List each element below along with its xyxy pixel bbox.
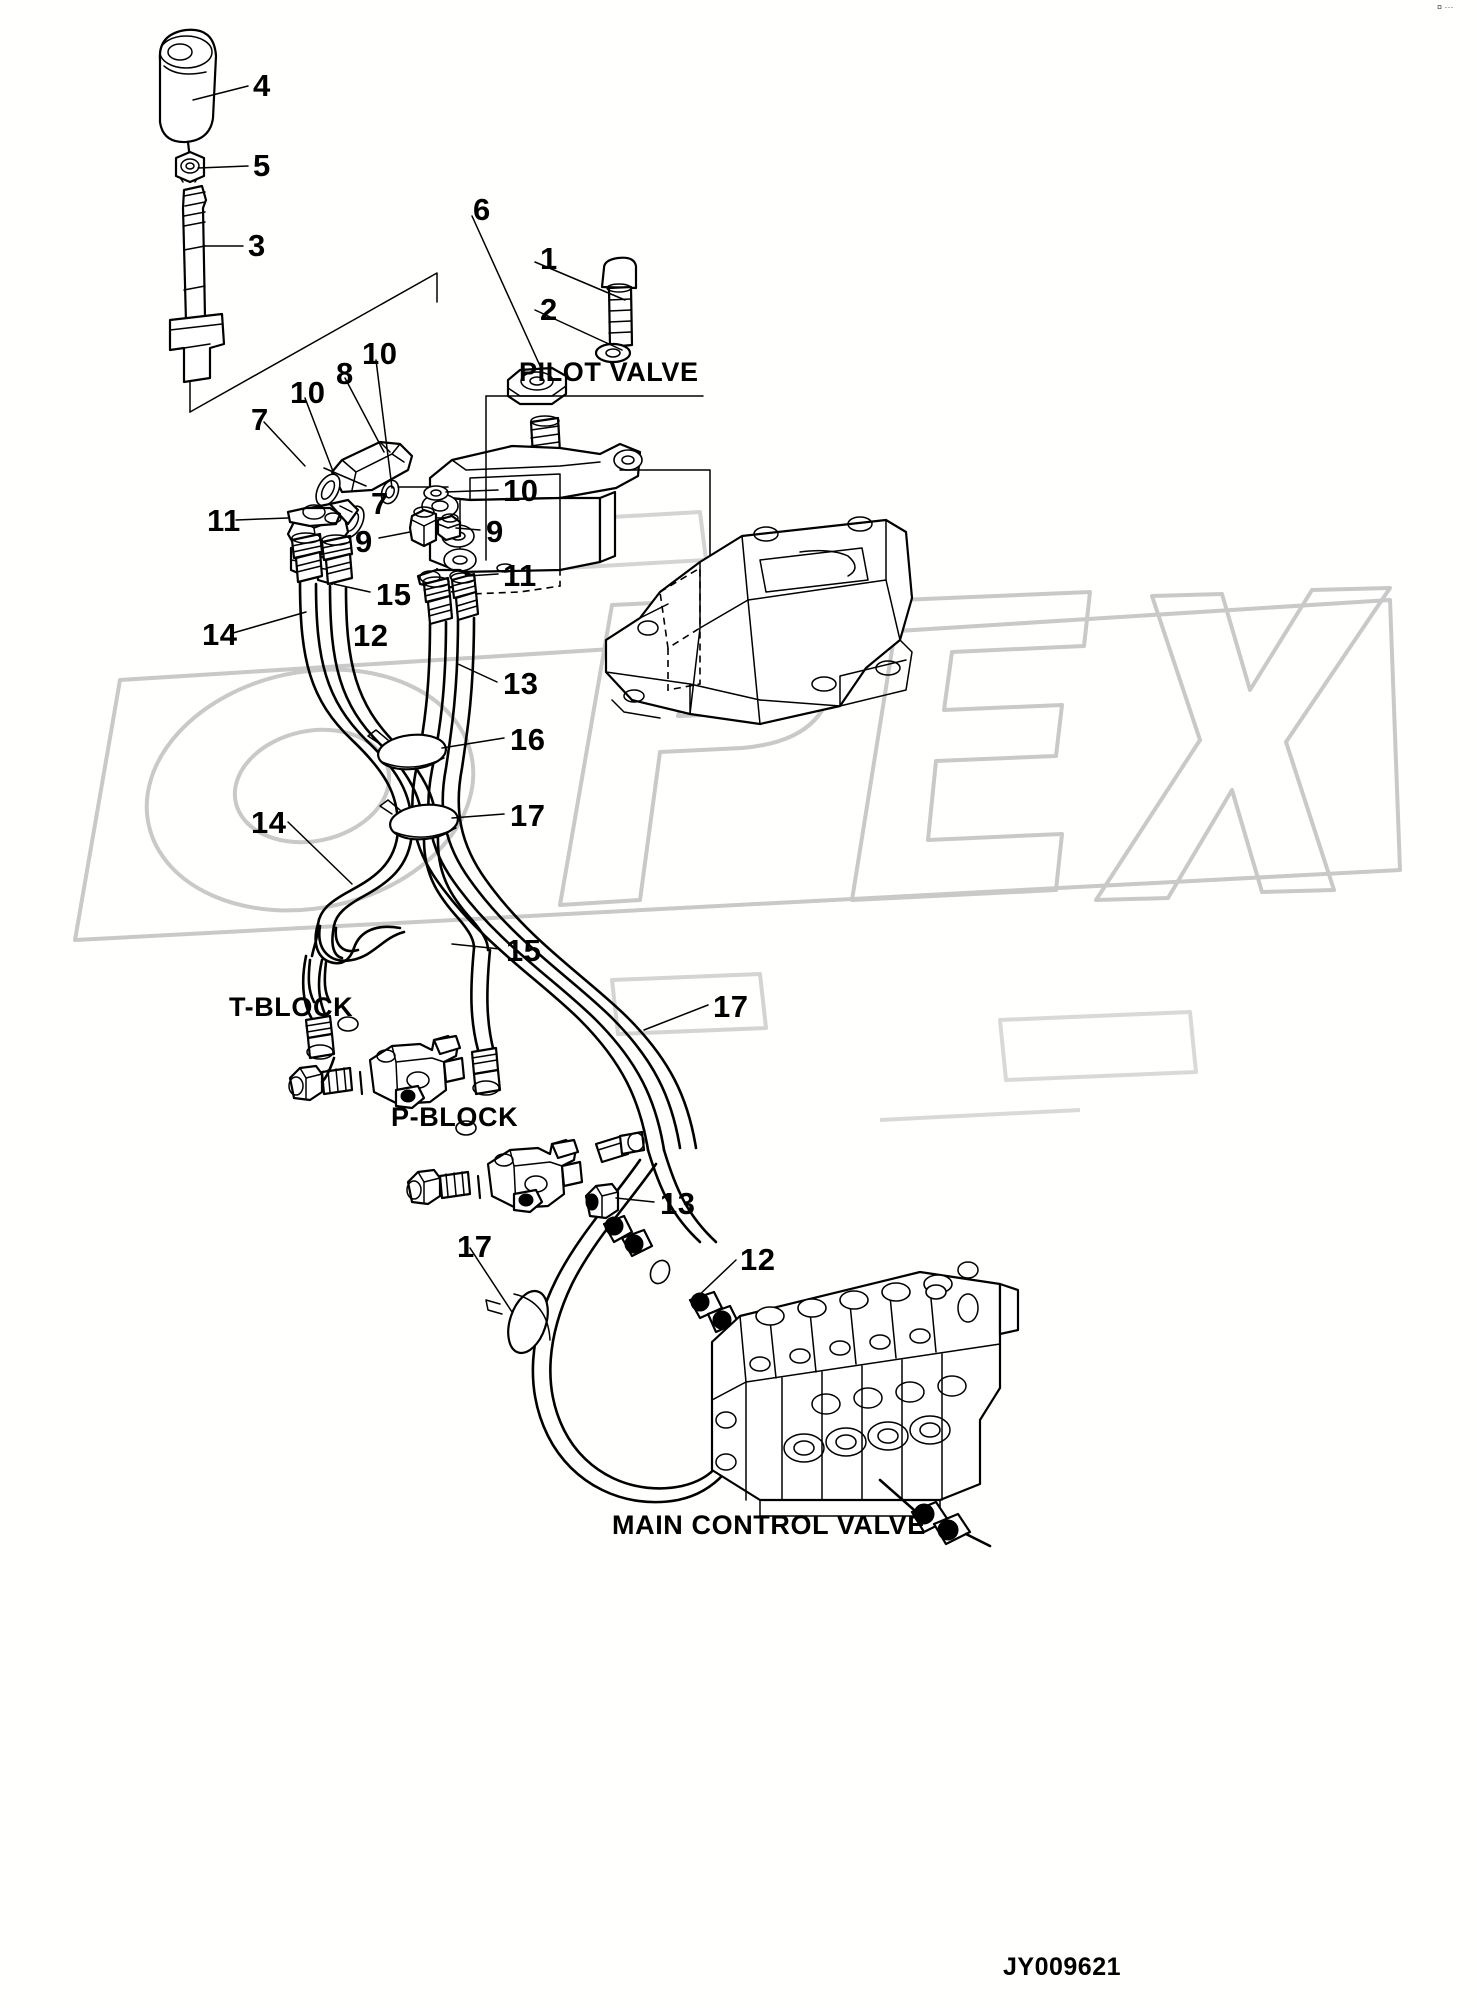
callout-9-b: 9 <box>486 514 504 549</box>
hose-lower-routing <box>485 1130 758 1504</box>
callout-14-b: 14 <box>251 805 287 840</box>
callout-12-b: 12 <box>740 1242 776 1277</box>
t-block-assembly <box>288 1016 466 1110</box>
callout-4: 4 <box>253 68 271 103</box>
callout-3: 3 <box>248 228 266 263</box>
callout-10-a: 10 <box>362 336 398 371</box>
corner-registration-mark: ¤ ··· <box>1437 2 1454 12</box>
callout-1: 1 <box>540 241 558 276</box>
washer-10-lower <box>423 485 449 501</box>
callout-9-a: 9 <box>355 524 373 559</box>
callout-13-b: 13 <box>660 1186 696 1221</box>
hose-clamp-16 <box>367 729 447 771</box>
hose-fittings-left-pair <box>290 532 354 586</box>
label-p-block: P-BLOCK <box>391 1102 519 1132</box>
p-block-assembly <box>406 1120 584 1214</box>
callout-7-a: 7 <box>251 402 269 437</box>
callout-6: 6 <box>473 192 491 227</box>
operator-console-housing <box>604 516 914 726</box>
callout-13-a: 13 <box>503 666 539 701</box>
hose-routes <box>298 580 698 1152</box>
leader-lines <box>192 85 737 1313</box>
pilot-valve-body <box>421 395 711 595</box>
callout-15-a: 15 <box>376 577 412 612</box>
callout-10-c: 10 <box>503 473 539 508</box>
callout-14-a: 14 <box>202 617 238 652</box>
main-control-valve <box>710 1261 1020 1548</box>
hose-clamp-17-upper <box>379 799 459 841</box>
bolt-washer-nut-group <box>506 256 638 406</box>
hose-14-left-end <box>320 1056 336 1084</box>
callout-2: 2 <box>540 292 558 327</box>
callout-15-b: 15 <box>506 933 542 968</box>
callout-11-a: 11 <box>207 503 241 538</box>
callout-17-a: 17 <box>510 798 546 833</box>
drawing-number: JY009621 <box>1003 1953 1122 1981</box>
elbow-fittings-9 <box>408 506 462 548</box>
hose-fittings-right-pair <box>422 572 480 626</box>
callout-16: 16 <box>510 722 546 757</box>
assembly-pointer-chevron <box>189 272 438 413</box>
callout-7-b: 7 <box>371 486 389 521</box>
joystick-lever-assembly <box>158 28 226 413</box>
hose-15-end <box>470 946 502 1096</box>
label-main-control-valve: MAIN CONTROL VALVE <box>612 1510 926 1540</box>
gasket-11-upper <box>286 504 342 528</box>
hose-14-lower-route <box>301 924 406 1060</box>
callout-10-b: 10 <box>290 375 326 410</box>
callout-8: 8 <box>336 356 354 391</box>
label-pilot-valve: PILOT VALVE <box>519 357 699 387</box>
callout-11-b: 11 <box>503 558 537 593</box>
callout-17-b: 17 <box>713 989 749 1024</box>
callout-17-c: 17 <box>457 1229 493 1264</box>
callout-12-a: 12 <box>353 618 389 653</box>
label-t-block: T-BLOCK <box>229 992 354 1022</box>
callout-5: 5 <box>253 148 271 183</box>
